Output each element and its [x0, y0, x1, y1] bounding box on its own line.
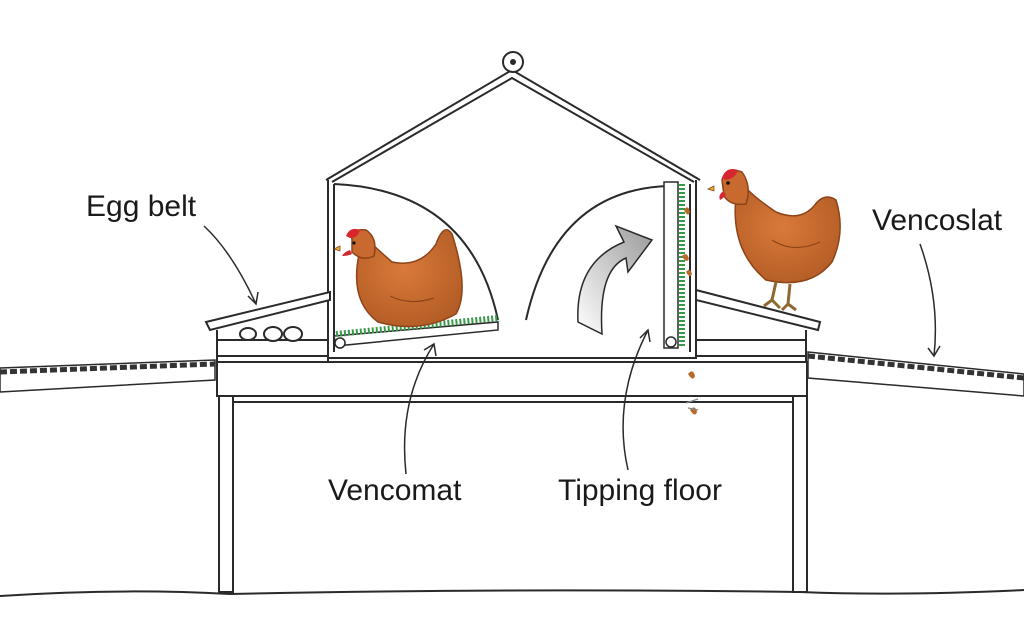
tipping-floor	[663, 181, 699, 415]
ground-line	[0, 589, 1024, 597]
label-egg-belt: Egg belt	[86, 190, 197, 223]
label-tipping-floor: Tipping floor	[558, 474, 722, 507]
hen-in-nest	[332, 228, 463, 328]
leader-vencomat	[403, 343, 435, 475]
tipping-arrow	[577, 224, 654, 336]
leader-lines	[203, 225, 941, 475]
right-ledge	[695, 288, 822, 362]
label-vencoslat: Vencoslat	[872, 204, 1003, 237]
leader-tipping-floor	[622, 329, 649, 471]
leader-vencoslat	[919, 243, 937, 357]
slat-floor-left	[0, 359, 216, 393]
slat-floor-right	[807, 351, 1024, 397]
nest-roof	[325, 51, 701, 183]
egg-belt-unit	[204, 290, 331, 362]
leader-egg-belt	[203, 225, 257, 305]
hen-standing	[706, 169, 841, 312]
support-frame	[216, 361, 808, 593]
label-vencomat: Vencomat	[328, 474, 462, 507]
